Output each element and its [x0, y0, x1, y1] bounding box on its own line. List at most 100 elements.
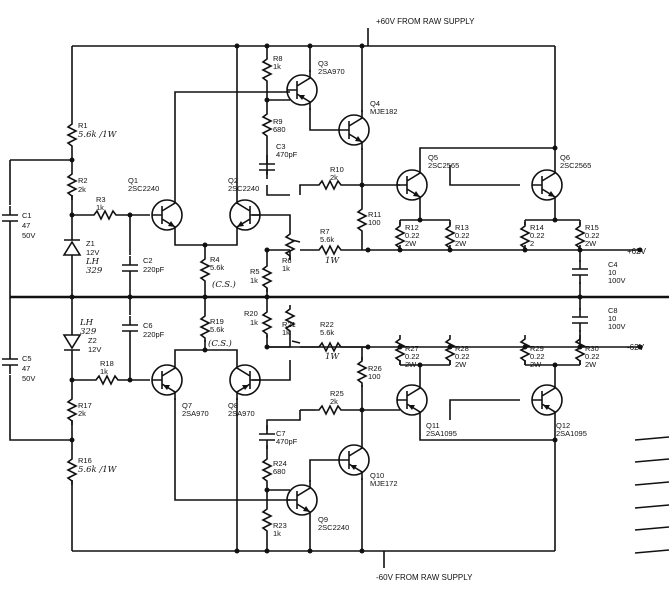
q10-value: MJE172: [370, 479, 398, 488]
pot-r21: [285, 304, 301, 344]
c5-value: 47: [22, 364, 30, 373]
resistor-r5: [262, 261, 272, 293]
transistor-q11: [396, 379, 428, 421]
q2-name: Q2: [228, 176, 238, 185]
r12-power: 2W: [405, 239, 417, 248]
r28-value: 0.22: [455, 352, 470, 361]
z1-hand-1: LH: [85, 257, 100, 267]
r14-value: 0.22: [530, 231, 545, 240]
c2-value: 220pF: [143, 265, 165, 274]
r30-power: 2W: [585, 360, 597, 369]
r27-power: 2W: [405, 360, 417, 369]
r23-value: 1k: [273, 529, 281, 538]
transistor-q8: [229, 359, 261, 401]
resistor-r15: [575, 221, 585, 253]
q5-name: Q5: [428, 153, 438, 162]
r30-value: 0.22: [585, 352, 600, 361]
r7-value: 5.6k: [320, 235, 334, 244]
c2-name: C2: [143, 256, 153, 265]
r11-name: R11: [368, 210, 381, 219]
r13-power: 2W: [455, 239, 467, 248]
capacitor-c5: [1, 349, 19, 375]
r20-name: R20: [244, 309, 258, 318]
connector-marks: [634, 436, 669, 554]
r5-name: R5: [250, 267, 260, 276]
resistor-r14: [520, 221, 530, 253]
c8-voltage: 100V: [608, 322, 626, 331]
capacitor-c8: [571, 307, 589, 333]
q11-value: 2SA1095: [426, 429, 457, 438]
c6-name: C6: [143, 321, 153, 330]
transistor-q7: [151, 359, 183, 401]
q6-name: Q6: [560, 153, 570, 162]
q5-value: 2SC2565: [428, 161, 459, 170]
r29-power: 2W: [530, 360, 542, 369]
resistor-r11: [357, 204, 367, 236]
c4-value: 10: [608, 268, 616, 277]
r4-hand: (C.S.): [212, 279, 236, 290]
r3-value: 1k: [96, 203, 104, 212]
bottom-supply-label: -60V FROM RAW SUPPLY: [376, 573, 473, 582]
r29-value: 0.22: [530, 352, 545, 361]
r13-name: R13: [455, 223, 469, 232]
r10-name: R10: [330, 165, 344, 174]
z2-value: 12V: [88, 345, 101, 354]
resistor-r17: [67, 394, 77, 426]
capacitor-c6: [121, 315, 139, 341]
r25-name: R25: [330, 389, 344, 398]
r24-value: 680: [273, 467, 286, 476]
q6-value: 2SC2565: [560, 161, 591, 170]
out-neg-label: -62V: [627, 343, 645, 352]
r6-name: R6: [282, 256, 292, 265]
r2-name: R2: [78, 176, 88, 185]
r21-name: R21: [282, 320, 296, 329]
r6-value: 1k: [282, 264, 290, 273]
resistor-r13: [445, 221, 455, 253]
r15-name: R15: [585, 223, 599, 232]
r8-name: R8: [273, 54, 283, 63]
capacitor-c2: [121, 255, 139, 281]
transistor-q6: [531, 164, 563, 206]
resistor-r16: [67, 454, 77, 486]
r7-hand: 1W: [325, 256, 340, 266]
c8-value: 10: [608, 314, 616, 323]
zener-z2: [62, 334, 82, 351]
r5-value: 1k: [250, 276, 258, 285]
q7-name: Q7: [182, 401, 192, 410]
c1-voltage: 50V: [22, 231, 35, 240]
top-supply-label: +60V FROM RAW SUPPLY: [376, 17, 475, 26]
r1-name: R1: [78, 121, 88, 130]
c7-name: C7: [276, 429, 286, 438]
wires: [9, 28, 669, 568]
c3-value: 470pF: [276, 150, 298, 159]
q2-value: 2SC2240: [228, 184, 259, 193]
r17-value: 2k: [78, 409, 86, 418]
resistor-r19: [200, 311, 210, 343]
c4-voltage: 100V: [608, 276, 626, 285]
r2-value: 2k: [78, 185, 86, 194]
r15-power: 2W: [585, 239, 597, 248]
r16-value: 5.6k /1W: [78, 465, 118, 475]
q1-value: 2SC2240: [128, 184, 159, 193]
resistor-r2: [67, 169, 77, 201]
transistor-q12: [531, 379, 563, 421]
r9-name: R9: [273, 117, 283, 126]
r3-name: R3: [96, 195, 106, 204]
q9-name: Q9: [318, 515, 328, 524]
q11-name: Q11: [426, 421, 440, 430]
capacitor-c1: [1, 205, 19, 231]
r28-name: R28: [455, 344, 469, 353]
q12-name: Q12: [556, 421, 570, 430]
r12-name: R12: [405, 223, 419, 232]
c7-value: 470pF: [276, 437, 298, 446]
r16-name: R16: [78, 456, 92, 465]
c3-name: C3: [276, 142, 286, 151]
r24-name: R24: [273, 459, 287, 468]
transistor-q4: [338, 109, 370, 151]
c6-value: 220pF: [143, 330, 165, 339]
r14-power: 2: [530, 239, 534, 248]
resistor-r3: [89, 210, 121, 220]
q3-value: 2SA970: [318, 67, 345, 76]
transistor-q2: [229, 194, 261, 236]
r17-name: R17: [78, 401, 92, 410]
